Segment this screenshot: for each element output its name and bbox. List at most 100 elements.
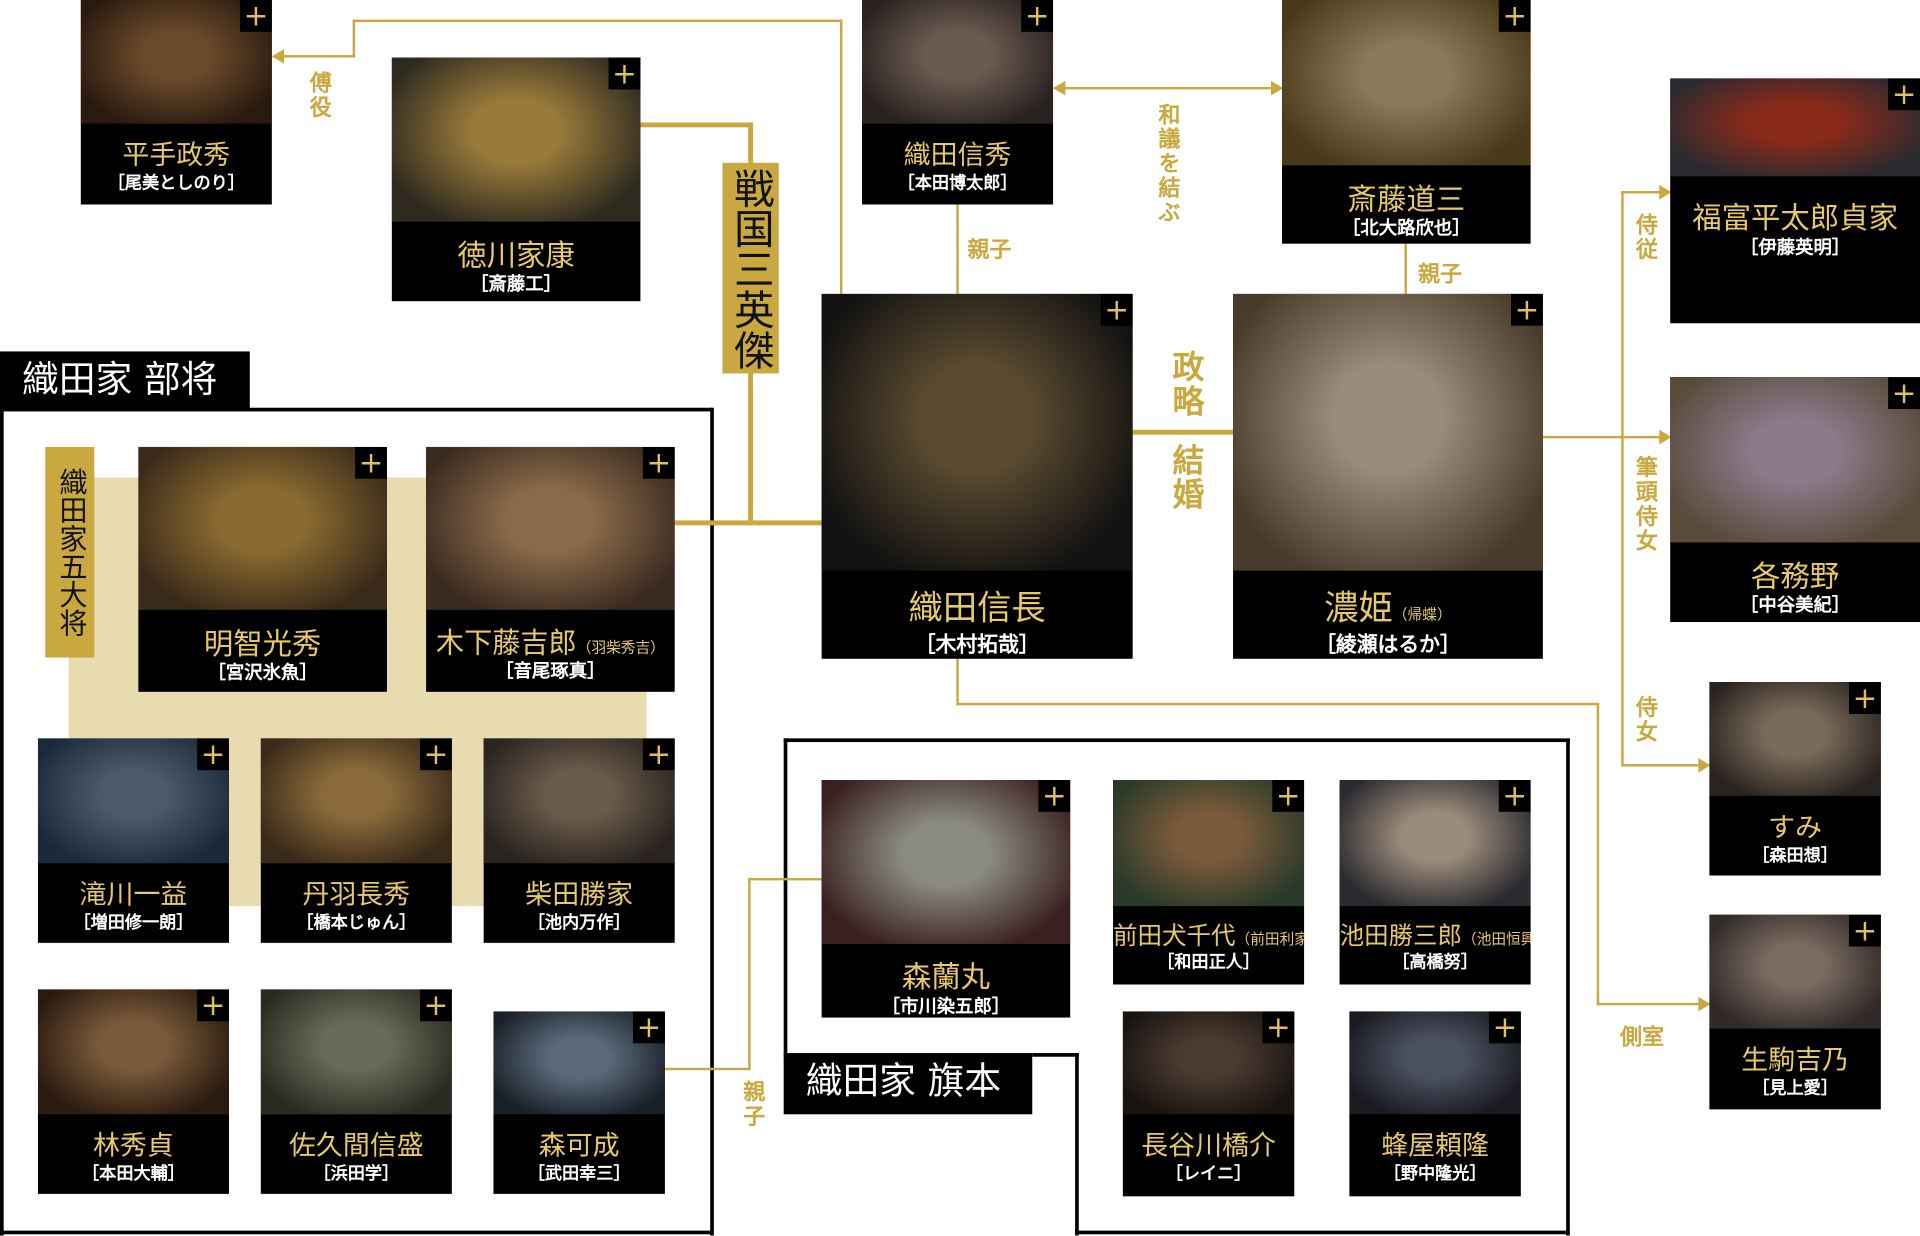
frame-line (0, 407, 4, 1236)
character-card[interactable]: +前田犬千代（前田利家）［和田正人］ (1113, 780, 1305, 985)
plus-icon[interactable]: + (1038, 780, 1071, 812)
plus-icon[interactable]: + (1498, 780, 1531, 812)
character-name-text: 丹羽長秀 (302, 880, 411, 911)
arrow-right-icon (1271, 80, 1284, 96)
plus-icon[interactable]: + (420, 989, 452, 1021)
actor-name: ［伊藤英明］ (1739, 236, 1851, 259)
character-alias: （池田恒興） (1462, 930, 1531, 948)
plus-icon[interactable]: + (197, 738, 229, 771)
character-card[interactable]: + 織田信秀［本田博太郎］ (862, 0, 1054, 205)
plus-icon[interactable]: + (420, 738, 452, 771)
character-name-text: 各務野 (1751, 559, 1840, 594)
connector-line (640, 122, 752, 128)
plus-icon[interactable]: + (1511, 293, 1543, 326)
plus-icon[interactable]: + (633, 1011, 665, 1044)
character-card[interactable]: +佐久間信盛［浜田学］ (260, 989, 452, 1194)
character-card[interactable]: +長谷川橋介［レイニ］ (1122, 1011, 1295, 1197)
character-card[interactable]: +森可成［武田幸三］ (493, 1011, 665, 1194)
character-name-text: 斎藤道三 (1347, 182, 1466, 217)
plus-icon[interactable]: + (1848, 914, 1881, 947)
plus-icon[interactable]: + (1888, 377, 1920, 409)
plus-icon[interactable]: + (240, 0, 272, 32)
character-name: 福富平太郎貞家 (1670, 194, 1920, 237)
frame-line (710, 407, 714, 1236)
character-card[interactable]: + 平手政秀［尾美としのり］ (80, 0, 272, 205)
character-photo (483, 738, 675, 864)
relation-label-seiryaku: 政略 (1166, 350, 1204, 419)
character-card[interactable]: + 各務野［中谷美紀］ (1670, 377, 1920, 623)
character-name-text: 池田勝三郎 (1339, 920, 1463, 950)
plus-icon[interactable]: + (1100, 293, 1133, 326)
character-name-text: 織田信長 (908, 587, 1046, 628)
character-card[interactable]: + 福富平太郎貞家［伊藤英明］ (1670, 78, 1920, 324)
relation-label-hittou: 筆頭侍女 (1632, 455, 1658, 554)
plus-icon[interactable]: + (1498, 0, 1531, 32)
connector-line (1596, 1002, 1701, 1006)
plus-icon[interactable]: + (1848, 682, 1881, 714)
character-name: 柴田勝家 (484, 873, 675, 912)
plus-icon[interactable]: + (355, 446, 387, 479)
character-name-text: 森可成 (538, 1131, 620, 1162)
actor-name: ［池内万作］ (527, 912, 631, 933)
plus-icon[interactable]: + (1262, 1011, 1295, 1044)
connector-line (840, 19, 843, 294)
character-alias: （帰蝶） (1392, 605, 1452, 623)
character-name: 徳川家康 (392, 231, 641, 274)
character-name: 森蘭丸 (822, 953, 1071, 996)
character-name: 丹羽長秀 (261, 873, 452, 912)
plus-icon[interactable]: + (642, 738, 675, 771)
relation-label-oyako: 親子 (739, 1080, 766, 1129)
frame-line (1075, 1230, 1570, 1235)
connector-line (1404, 243, 1407, 294)
character-card[interactable]: +斎藤道三［北大路欣也］ (1282, 0, 1531, 244)
character-name-text: 福富平太郎貞家 (1692, 201, 1898, 236)
character-photo (821, 293, 1133, 571)
frame-line (1075, 1053, 1079, 1236)
connector-line (352, 19, 843, 23)
character-card[interactable]: +明智光秀［宮沢氷魚］ (138, 446, 387, 692)
actor-name: ［増田修一朗］ (73, 912, 194, 933)
character-name-text: 織田信秀 (903, 140, 1012, 172)
plus-icon[interactable]: + (1888, 78, 1920, 110)
character-name: 森可成 (493, 1124, 664, 1163)
character-name-text: 森蘭丸 (901, 960, 991, 995)
frame-line (0, 1230, 713, 1235)
actor-name: ［尾美としのり］ (107, 173, 245, 193)
character-card[interactable]: +森蘭丸［市川染五郎］ (821, 780, 1071, 1018)
relation-label-oyako: 親子 (967, 237, 1012, 264)
connector-line (674, 520, 822, 526)
character-card[interactable]: +林秀貞［本田大輔］ (37, 989, 229, 1194)
character-card[interactable]: +濃姫（帰蝶）［綾瀬はるか］ (1233, 293, 1543, 659)
plus-icon[interactable]: + (1272, 780, 1305, 812)
character-card[interactable]: +滝川一益［増田修一朗］ (37, 738, 229, 943)
character-name-text: 平手政秀 (122, 140, 231, 172)
plus-icon[interactable]: + (642, 446, 675, 479)
character-card[interactable]: +蜂屋頼隆［野中隆光］ (1349, 1011, 1521, 1197)
character-card[interactable]: + すみ［森田想］ (1709, 682, 1881, 876)
character-name-text: すみ (1768, 812, 1823, 844)
character-card[interactable]: +徳川家康［斎藤工］ (391, 57, 641, 302)
connector-line (664, 1067, 751, 1071)
arrow-right-icon (1698, 996, 1711, 1012)
actor-name: ［本田博太郎］ (897, 173, 1018, 193)
character-card[interactable]: + 柴田勝家［池内万作］ (483, 738, 675, 943)
character-card[interactable]: +織田信長［木村拓哉］ (821, 293, 1133, 659)
character-card[interactable]: +丹羽長秀［橋本じゅん］ (260, 738, 452, 943)
character-card[interactable]: +生駒吉乃［見上愛］ (1709, 914, 1881, 1110)
group-label-sangoku: 戦国三英傑 (722, 162, 779, 374)
plus-icon[interactable]: + (1488, 1011, 1521, 1044)
group-label-bushou: 織田家 部将 (0, 351, 250, 409)
connector-line (748, 877, 822, 881)
plus-icon[interactable]: + (608, 57, 641, 89)
arrow-left-icon (1053, 80, 1066, 96)
character-photo (391, 57, 641, 222)
plus-icon[interactable]: + (197, 989, 229, 1021)
actor-name: ［中谷美紀］ (1739, 594, 1851, 617)
plus-icon[interactable]: + (1021, 0, 1054, 32)
character-card[interactable]: +池田勝三郎（池田恒興）［高橋努］ (1339, 780, 1531, 985)
character-name: すみ (1709, 805, 1880, 844)
frame-line (783, 738, 1570, 743)
character-card[interactable]: +木下藤吉郎（羽柴秀吉）［音尾琢真］ (426, 446, 675, 692)
actor-name: ［森田想］ (1752, 845, 1838, 866)
